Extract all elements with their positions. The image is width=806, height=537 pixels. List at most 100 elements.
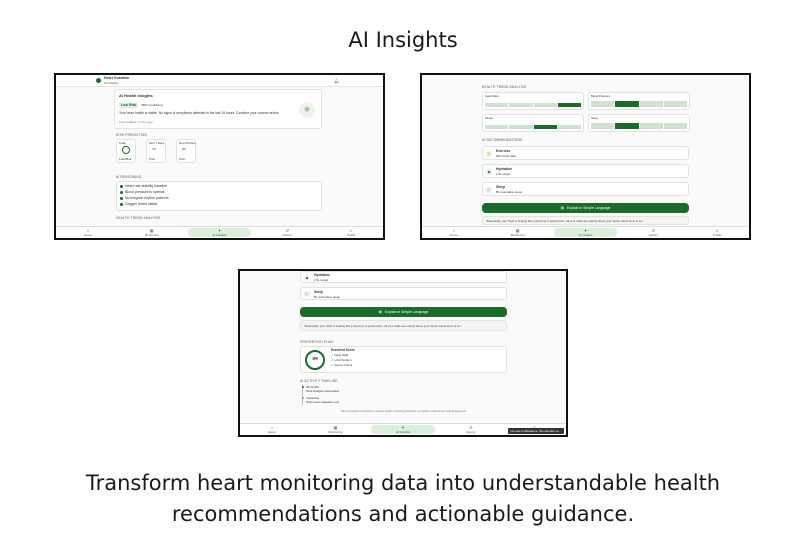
bottom-nav: ⌂Home ▦Monitoring ✦AI Insights ↺History … <box>422 226 749 238</box>
notification-toast[interactable]: No new notifications. We will alert to..… <box>507 428 564 434</box>
chat-icon: ▤ <box>560 206 564 210</box>
heart-logo-icon <box>96 78 101 83</box>
rec-sleep[interactable]: ☾ Sleep 8h restorative sleep <box>300 287 507 300</box>
risk-ring <box>122 146 130 154</box>
nav-monitoring[interactable]: ▦Monitoring <box>510 227 525 237</box>
risk-prediction-heading: RISK PREDICTION <box>116 133 147 137</box>
trend-heading: HEALTH TREND ANALYSIS <box>482 85 527 89</box>
nav-home[interactable]: ⌂Home <box>83 227 92 237</box>
nav-history[interactable]: ↺History <box>282 227 292 237</box>
nav-ai-insights[interactable]: ✦AI Insights <box>553 228 618 237</box>
explain-text-box: "Essentially, your heart is beating like… <box>300 320 507 331</box>
timeline-item: 09:42 AM <box>302 385 319 390</box>
explain-button[interactable]: ▤Explain in Simple Language <box>482 203 689 213</box>
rec-exercise[interactable]: ⚡ Exercise 30m brisk walk <box>482 146 689 160</box>
monitoring-icon: ▦ <box>515 227 520 233</box>
risk-card-value: Prob. <box>149 157 156 161</box>
history-icon: ↺ <box>285 227 289 233</box>
risk-card-value: Prob. <box>179 157 186 161</box>
trend-card-blood-pressure: Blood Pressure <box>588 92 690 110</box>
card-title: AI Health Insights <box>119 94 153 98</box>
plan-item: ✓ Limit Sodium <box>331 358 352 362</box>
profile-icon: ☺ <box>715 227 720 233</box>
prevention-heading: PREVENTION PLAN <box>300 340 333 344</box>
risk-card-value: Low Risk <box>119 157 132 161</box>
water-drop-icon: ◆ <box>486 169 492 175</box>
caption-line-1: Transform heart monitoring data into und… <box>85 471 721 495</box>
home-icon: ⌂ <box>86 227 90 233</box>
home-icon: ⌂ <box>270 424 273 430</box>
risk-card-label: Next 30 Days <box>179 141 196 145</box>
monitoring-icon: ▦ <box>333 424 338 430</box>
screenshot-ai-insights-top: Heart Guardian AI Insights 🔔︎ AI Health … <box>54 73 385 240</box>
profile-icon: ☺ <box>532 424 537 430</box>
risk-card-percent: 7% <box>152 147 157 151</box>
disclaimer: This AI analysis is intended to support … <box>340 410 467 413</box>
risk-card-today: Today Low Risk <box>116 139 136 163</box>
profile-icon: ☺ <box>349 227 354 233</box>
score-value: 94 <box>312 357 318 362</box>
ai-health-insights-card: AI Health Insights Low Risk 98% Confiden… <box>114 89 322 129</box>
moon-icon: ☾ <box>304 291 310 297</box>
home-icon: ⌂ <box>452 227 456 233</box>
reason-item: Blood pressure is optimal <box>120 190 164 195</box>
screenshot-ai-insights-middle: HEALTH TREND ANALYSIS Heart Rate Blood P… <box>420 73 751 240</box>
recommendations-heading: AI RECOMMENDATIONS <box>482 138 523 142</box>
risk-card-label: Next 7 Days <box>149 141 165 145</box>
trend-bars <box>485 103 581 107</box>
nav-history[interactable]: ↺History <box>465 424 476 434</box>
trend-bars <box>591 123 687 129</box>
water-drop-icon: ◆ <box>304 275 310 281</box>
app-name: Heart Guardian <box>104 76 130 80</box>
last-updated: Last updated: 2 mins ago <box>119 120 153 124</box>
trend-heading: HEALTH TREND ANALYSIS <box>116 216 161 220</box>
prevention-plan-card: 94 Excellent Score ✓ Daily Walk ✓ Limit … <box>300 346 507 373</box>
nav-monitoring[interactable]: ▦Monitoring <box>144 227 159 237</box>
caption: Transform heart monitoring data into und… <box>0 468 806 530</box>
caption-line-2: recommendations and actionable guidance. <box>171 502 635 526</box>
nav-profile[interactable]: ☺Profile <box>346 227 356 237</box>
risk-badge: Low Risk <box>119 103 139 108</box>
ai-reasoning-heading: AI REASONING <box>116 175 142 179</box>
timeline-heading: AI ACTIVITY TIMELINE <box>300 379 338 383</box>
monitoring-icon: ▦ <box>149 227 154 233</box>
rec-sleep[interactable]: ☾ Sleep 8h restorative sleep <box>482 182 689 196</box>
risk-card-percent: 9% <box>182 147 187 151</box>
reason-item: No irregular rhythm patterns <box>120 196 169 201</box>
nav-home[interactable]: ⌂Home <box>449 227 458 237</box>
explain-button[interactable]: ▤Explain in Simple Language <box>300 307 507 317</box>
reason-item: Heart rate stability baseline <box>120 184 167 189</box>
reason-item: Oxygen levels stable <box>120 202 157 207</box>
brain-icon: ◉ <box>299 102 315 118</box>
trend-bars <box>591 101 687 107</box>
trend-label: Blood Pressure <box>591 94 611 98</box>
reasoning-card: Heart rate stability baseline Blood pres… <box>116 181 322 211</box>
insight-summary: Your heart health is stable. No signs of… <box>119 111 280 115</box>
nav-ai-insights[interactable]: ✦AI Insights <box>187 227 252 237</box>
sparkle-icon: ✦ <box>217 227 222 233</box>
history-icon: ↺ <box>468 424 473 430</box>
risk-card-30-days: Next 30 Days 9% Prob. <box>176 139 196 163</box>
nav-monitoring[interactable]: ▦Monitoring <box>328 424 343 434</box>
sparkle-icon: ✦ <box>401 424 405 430</box>
explain-text-box: "Essentially, your heart is beating like… <box>482 216 689 225</box>
timeline-line <box>302 385 303 405</box>
nav-profile[interactable]: ☺Profile <box>712 227 722 237</box>
rec-hydration[interactable]: ◆ Hydration 2.5L target <box>482 164 689 178</box>
rec-hydration[interactable]: ◆ Hydration 2.5L target <box>300 271 507 283</box>
plan-item: ✓ Stress Check <box>331 363 353 367</box>
nav-ai-insights[interactable]: ✦AI Insights <box>371 425 435 434</box>
risk-row: Low Risk 98% Confidence <box>119 103 163 108</box>
confidence-label: 98% Confidence <box>141 103 164 107</box>
bell-icon[interactable]: 🔔︎ <box>333 78 339 83</box>
trend-card-heart-rate: Heart Rate <box>482 92 584 110</box>
app-subtitle: AI Insights <box>104 80 119 85</box>
moon-icon: ☾ <box>486 187 492 193</box>
chat-icon: ▤ <box>378 310 382 314</box>
trend-card-stress: Stress <box>482 114 584 132</box>
nav-home[interactable]: ⌂Home <box>267 424 276 434</box>
trend-card-sleep: Sleep <box>588 114 690 132</box>
trend-label: Stress <box>485 116 493 120</box>
nav-history[interactable]: ↺History <box>648 227 658 237</box>
